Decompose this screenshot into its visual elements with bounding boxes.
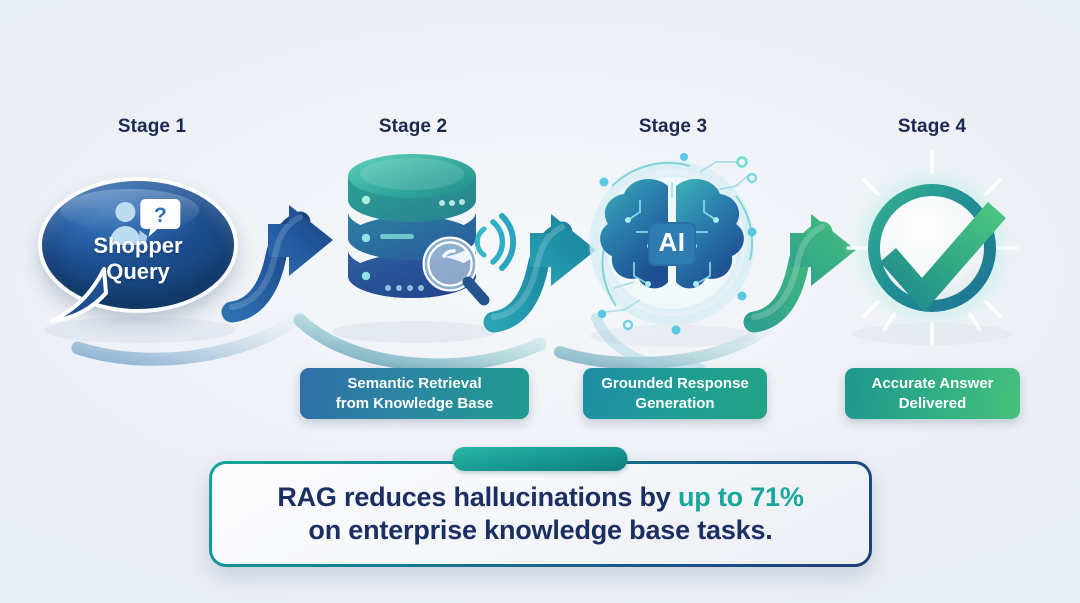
banner-text-part1: RAG reduces hallucinations by [277, 481, 678, 512]
database-search-icon [348, 154, 517, 306]
chip-2-line2: from Knowledge Base [335, 394, 494, 412]
shopper-query-bubble: ? Shopper Query [42, 181, 234, 323]
shopper-query-line1: Shopper [93, 233, 183, 258]
magnifier-icon [422, 236, 490, 306]
speech-bubble-tail [50, 267, 108, 323]
stage-label-1: Stage 1 [117, 116, 187, 137]
statistic-banner-text: RAG reduces hallucinations by up to 71%o… [259, 481, 821, 548]
stage-label-2: Stage 2 [378, 116, 448, 137]
stage-3-label-chip: Grounded Response Generation [583, 368, 767, 419]
chip-4-line1: Accurate Answer [871, 375, 994, 393]
stage-2-label-chip: Semantic Retrieval from Knowledge Base [300, 368, 529, 419]
ai-chip-label: AI [658, 227, 686, 257]
statistic-banner-inner: RAG reduces hallucinations by up to 71%o… [212, 464, 869, 564]
statistic-banner: RAG reduces hallucinations by up to 71%o… [209, 461, 872, 567]
shopper-person-question-icon: ? [109, 199, 181, 246]
chip-4-line2: Delivered [898, 394, 967, 412]
background-swoosh-group [71, 309, 776, 374]
signal-waves-icon [474, 213, 517, 271]
svg-text:?: ? [154, 204, 167, 227]
banner-text-accent: up to 71% [677, 481, 804, 512]
shopper-query-line2: Query [106, 258, 170, 284]
chip-3-line1: Grounded Response [601, 375, 749, 393]
stage-4-label-chip: Accurate Answer Delivered [845, 368, 1020, 419]
chip-3-line2: Generation [635, 394, 715, 412]
shopper-query-text: Shopper Query [42, 233, 234, 284]
banner-text-part2: on enterprise knowledge base tasks. [308, 515, 773, 545]
stage-label-3: Stage 3 [638, 116, 708, 137]
arrow-stage3-to-stage4 [743, 214, 856, 333]
check-circle-icon [840, 150, 1024, 346]
stage-label-4: Stage 4 [897, 116, 967, 137]
banner-top-tab [452, 447, 628, 471]
arrow-stage2-to-stage3 [483, 214, 596, 333]
chip-2-line1: Semantic Retrieval [347, 375, 482, 393]
arrow-stage1-to-stage2 [221, 205, 333, 323]
